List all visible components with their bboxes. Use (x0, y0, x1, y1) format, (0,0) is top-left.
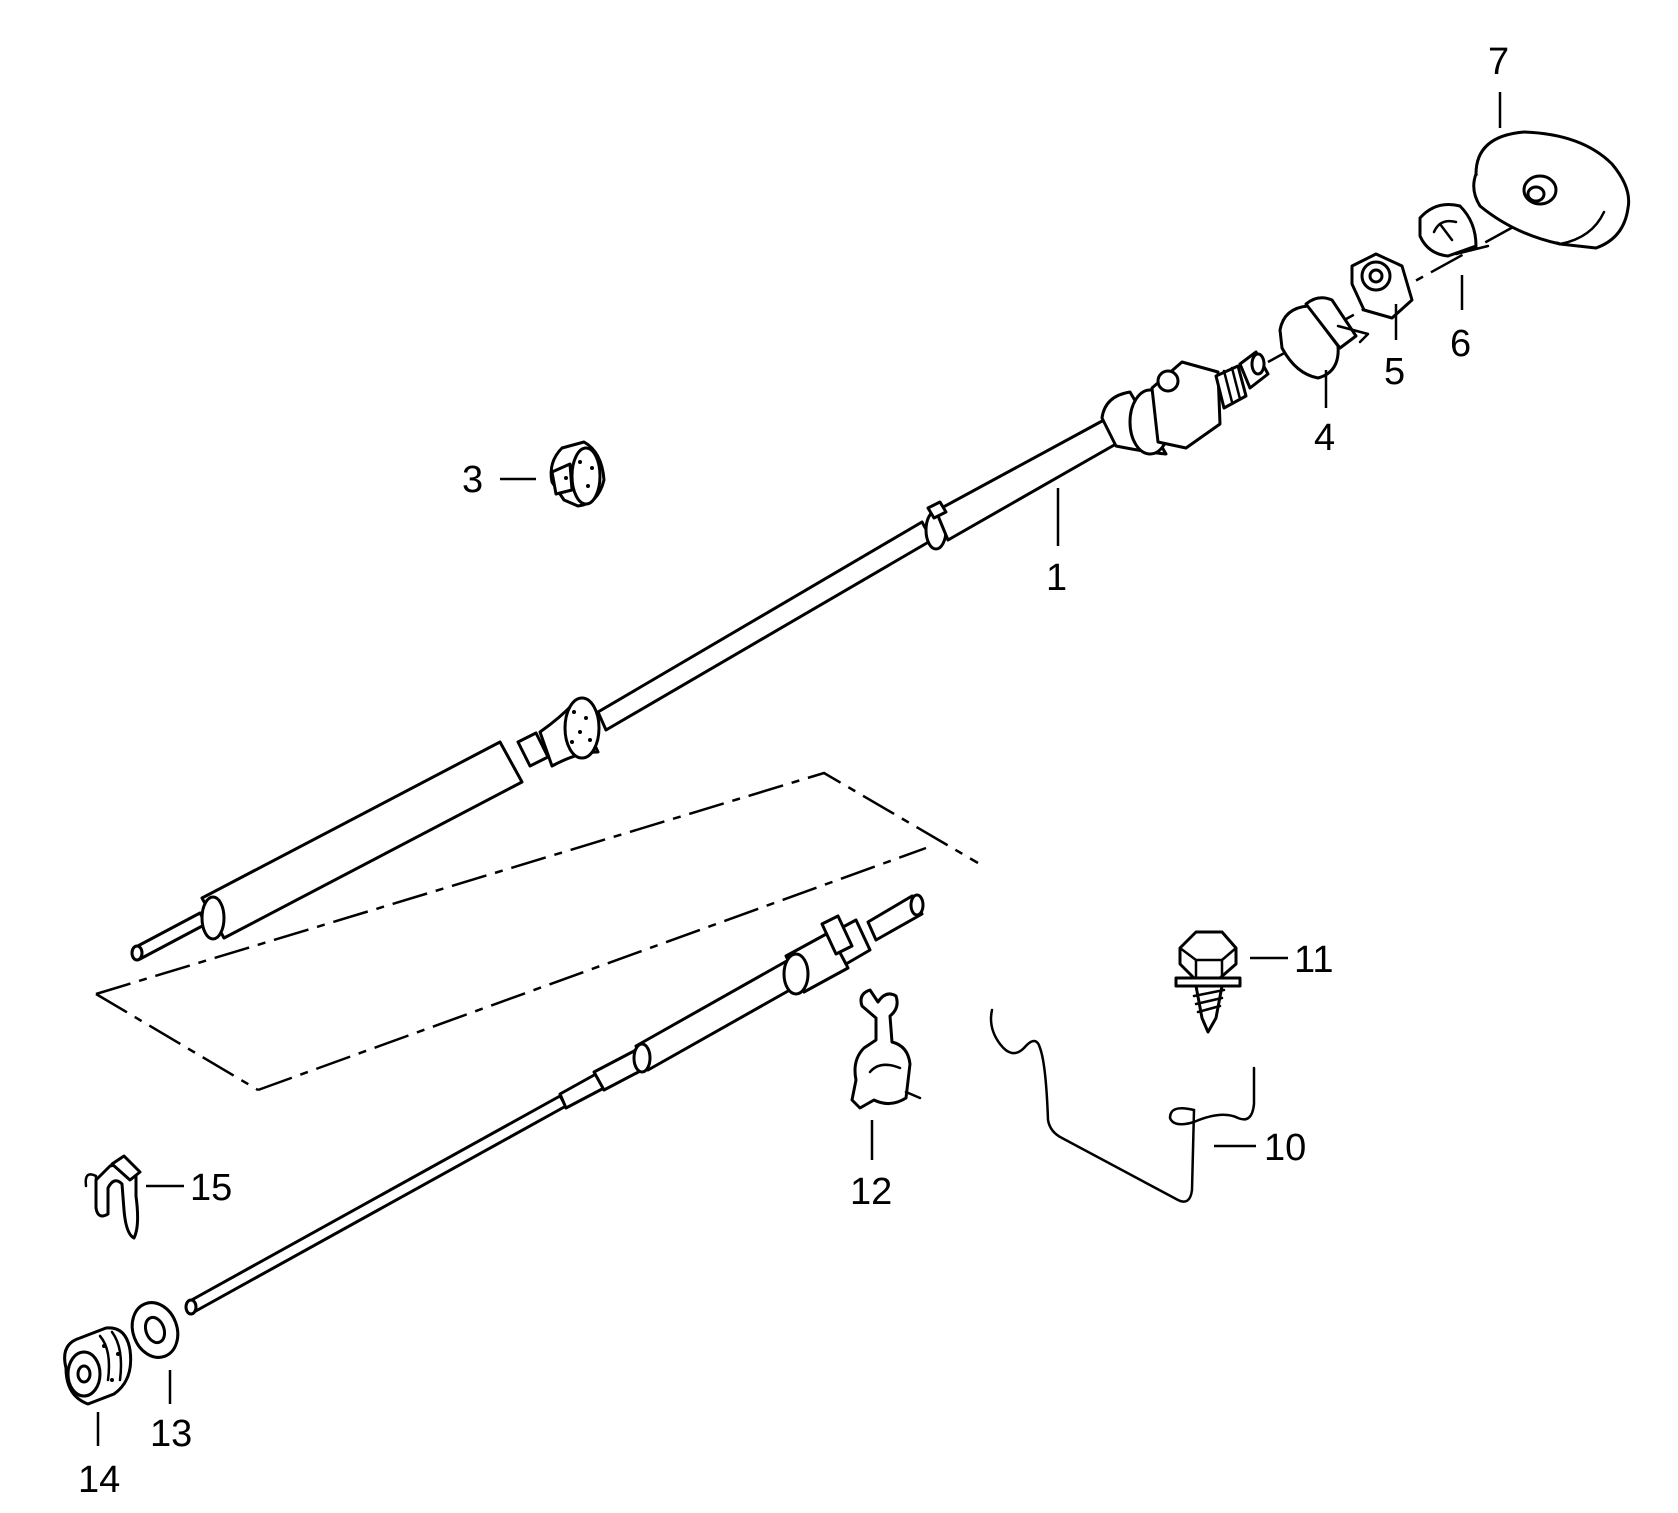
part-5-nut[interactable] (1350, 252, 1414, 320)
part-12-cable-clip[interactable] (850, 988, 922, 1110)
leader-lines (96, 92, 1502, 1446)
part-15-spring-clip[interactable] (84, 1154, 142, 1240)
callout-4: 4 (1314, 417, 1335, 459)
part-14-grommet[interactable] (63, 1326, 133, 1406)
part-13-washer[interactable] (125, 1296, 185, 1364)
part-10-wire-bracket[interactable] (989, 1008, 1256, 1203)
callout-7: 7 (1488, 41, 1509, 83)
callout-6: 6 (1450, 323, 1471, 365)
callout-11: 11 (1294, 939, 1333, 981)
callout-15: 15 (190, 1167, 232, 1209)
callout-3: 3 (462, 459, 483, 501)
callout-1: 1 (1046, 557, 1067, 599)
callout-5: 5 (1384, 351, 1405, 393)
section-connection-outline (95, 771, 979, 1092)
callout-14: 14 (78, 1459, 120, 1501)
callout-12: 12 (850, 1171, 892, 1213)
part-4-clip[interactable] (1278, 296, 1370, 380)
part-6-retaining-ring[interactable] (1418, 203, 1490, 258)
part-7-knob[interactable] (1472, 130, 1631, 250)
lower-cable[interactable] (184, 893, 925, 1316)
callout-10: 10 (1264, 1127, 1306, 1169)
callout-labels: 1 3 4 5 6 7 10 11 12 13 14 15 (78, 41, 1509, 1501)
part-1-cable[interactable] (130, 350, 1270, 962)
callout-13: 13 (150, 1413, 192, 1455)
part-3-grommet[interactable] (549, 440, 606, 508)
part-11-hex-screw[interactable] (1174, 930, 1242, 1034)
